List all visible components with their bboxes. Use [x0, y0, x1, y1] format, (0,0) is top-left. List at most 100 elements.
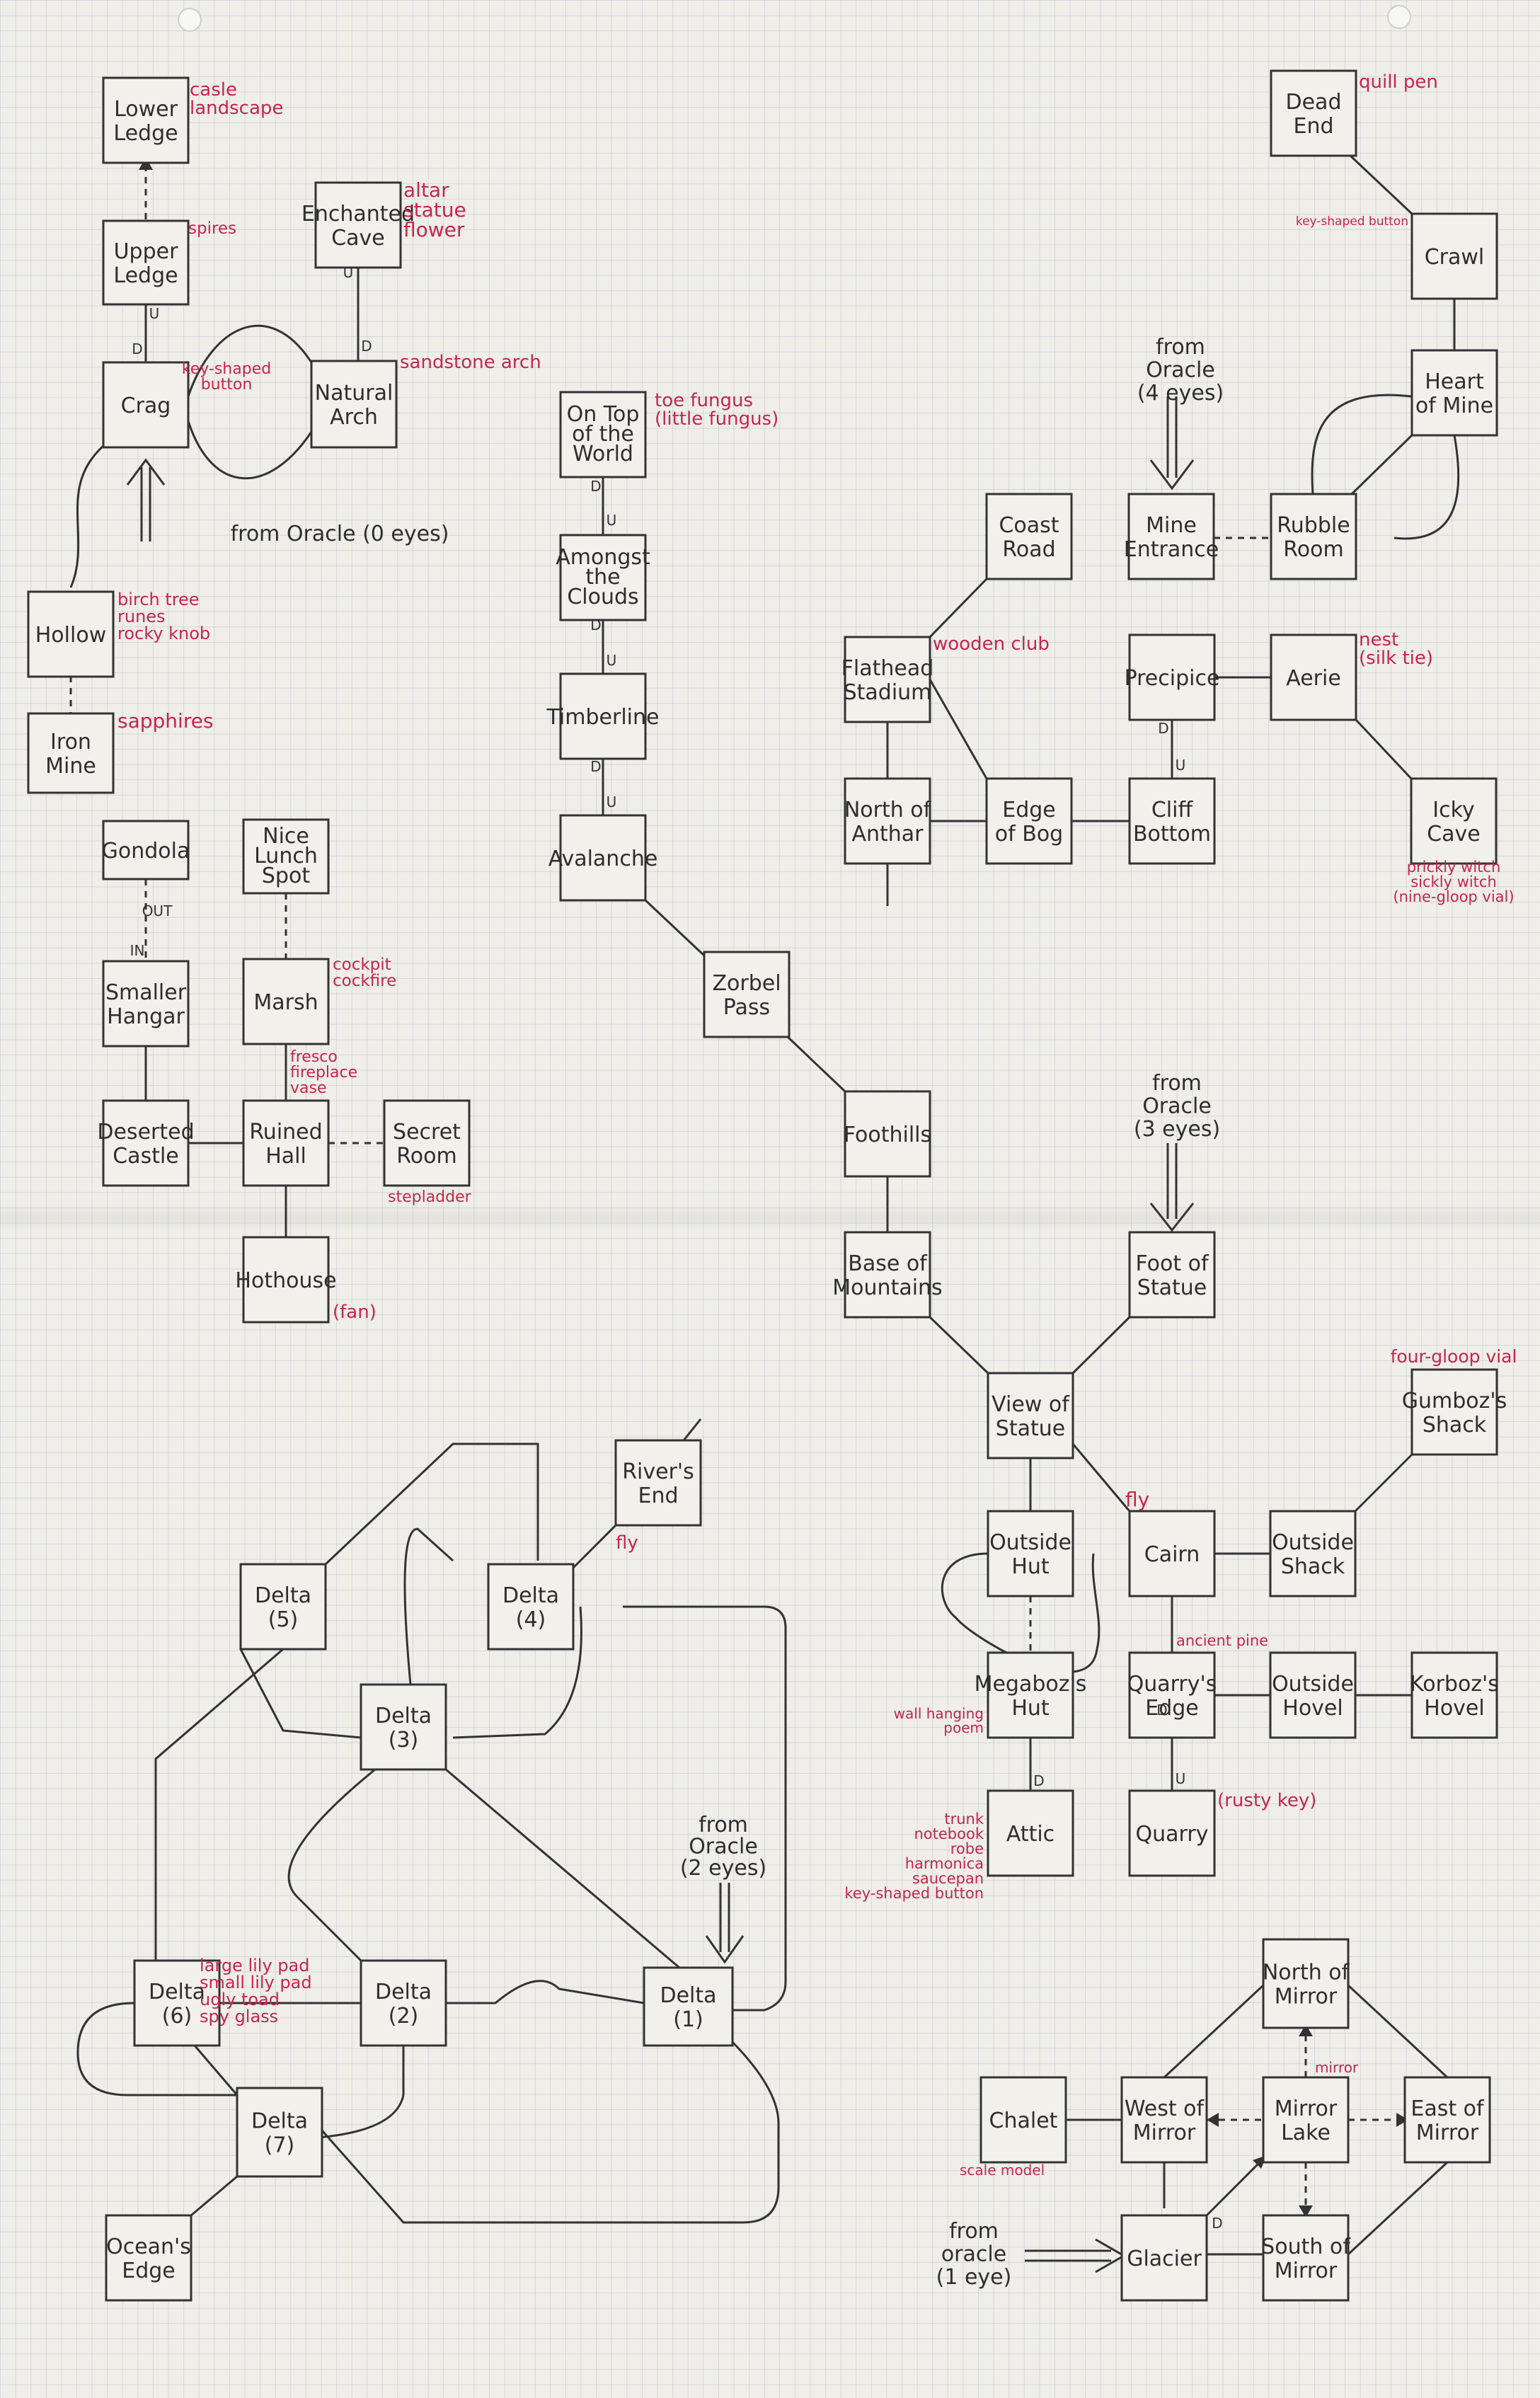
room-delta-3: Delta(3)	[360, 1683, 447, 1771]
room-delta-6: Delta(6)	[133, 1959, 221, 2047]
room-label: Outside	[989, 1530, 1071, 1555]
connection-delta-7-ocean	[190, 2175, 238, 2217]
room-box	[1128, 1651, 1216, 1739]
room-label: Natural	[315, 381, 393, 406]
room-label: (6)	[162, 2004, 192, 2029]
room-label: Delta	[660, 1983, 716, 2008]
connection-crag-natural-arch	[187, 420, 313, 480]
room-marsh: Marsh	[242, 958, 330, 1045]
binder-holes	[178, 5, 1411, 32]
room-hothouse: Hothouse	[235, 1236, 337, 1324]
room-foothills: Foothills	[844, 1090, 931, 1178]
direction-tag: D	[590, 758, 601, 775]
room-box	[102, 361, 190, 449]
item-note-line: toe fungus	[655, 390, 753, 411]
room-label: North of	[1263, 1960, 1350, 1985]
room-box	[236, 2087, 323, 2178]
direction-tag: U	[607, 793, 617, 810]
room-label: of Mine	[1415, 394, 1493, 418]
room-box	[102, 76, 190, 164]
item-note-line: four-gloop vial	[1391, 1346, 1517, 1367]
item-note-line: fly	[616, 1532, 638, 1554]
label-from-oracle-0: from Oracle (0 eyes)	[231, 522, 449, 546]
room-label: Shack	[1281, 1554, 1345, 1579]
direction-tag: U	[1176, 1770, 1186, 1787]
connection-delta-6-7	[193, 2045, 239, 2096]
room-label: Entrance	[1124, 537, 1219, 562]
room-label: Edge	[122, 2259, 176, 2283]
room-label: Quarry	[1136, 1822, 1209, 1847]
item-note-line: statue	[403, 198, 466, 222]
room-box	[1269, 1651, 1357, 1739]
label-line: from	[699, 1813, 748, 1837]
item-note-gumboz-shack: four-gloop vial	[1391, 1346, 1517, 1367]
room-box	[487, 1563, 575, 1651]
item-note-line: sickly witch	[1410, 873, 1497, 890]
item-note-line: casle	[190, 79, 237, 101]
room-box	[27, 590, 115, 678]
room-box	[383, 1099, 471, 1187]
direction-tag: D	[1156, 1702, 1167, 1719]
room-label: Delta	[502, 1583, 559, 1608]
room-delta-5: Delta(5)	[239, 1563, 327, 1651]
room-label: Delta	[149, 1980, 205, 2004]
item-note-line: harmonica	[905, 1855, 984, 1872]
room-label: Glacier	[1127, 2247, 1202, 2271]
direction-tag: D	[590, 478, 601, 495]
direction-tag: U	[1176, 757, 1186, 774]
connection-delta-7-1	[321, 2037, 780, 2224]
room-label: Delta	[375, 1704, 432, 1728]
item-note-line: (silk tie)	[1359, 648, 1433, 669]
direction-tag: U	[607, 652, 617, 669]
room-box	[844, 636, 931, 723]
connection-deadend-crawl	[1349, 154, 1413, 215]
item-note-line: ugly toad	[200, 1990, 280, 2009]
room-label: Foothills	[844, 1123, 931, 1147]
direction-tag: D	[590, 616, 601, 633]
label-line: from Oracle (0 eyes)	[231, 522, 449, 546]
item-note-cairn: fly	[1125, 1488, 1149, 1511]
item-note-line: robe	[950, 1840, 984, 1857]
room-delta-1: Delta(1)	[643, 1966, 734, 2047]
item-note-line: notebook	[914, 1825, 984, 1842]
item-note-line: cockpit	[333, 956, 391, 974]
room-box	[1128, 1231, 1216, 1319]
room-label: the	[585, 565, 620, 590]
room-box	[559, 672, 647, 760]
item-note-aerie: nest(silk tie)	[1359, 629, 1433, 669]
room-box	[1128, 777, 1216, 865]
room-box	[1262, 1938, 1350, 2029]
arrow-up	[1299, 2024, 1313, 2036]
item-note-line: small lily pad	[200, 1973, 312, 1992]
room-quarry: Quarry	[1128, 1789, 1216, 1877]
room-label: Mirror	[1275, 2259, 1338, 2283]
room-box	[1120, 2214, 1208, 2302]
item-note-line: key-shaped	[182, 360, 271, 378]
room-label: Avalanche	[548, 847, 658, 871]
room-delta-2: Delta(2)	[360, 1959, 447, 2047]
room-label: Pass	[723, 995, 770, 1020]
room-delta-4: Delta(4)	[487, 1563, 575, 1651]
connection-north-east	[1347, 1984, 1449, 2079]
arrow-from-oracle-3	[1149, 1143, 1195, 1232]
room-delta-7: Delta(7)	[236, 2087, 323, 2178]
room-glacier: Glacier	[1120, 2214, 1208, 2302]
room-box	[985, 777, 1073, 865]
room-label: Ruined	[249, 1120, 322, 1144]
room-label: Lunch	[254, 844, 318, 868]
room-label: Gondola	[102, 839, 190, 864]
connection-crag-hollow	[69, 444, 105, 588]
room-label: Cairn	[1144, 1542, 1200, 1567]
connection-flathead-bog	[929, 679, 988, 779]
